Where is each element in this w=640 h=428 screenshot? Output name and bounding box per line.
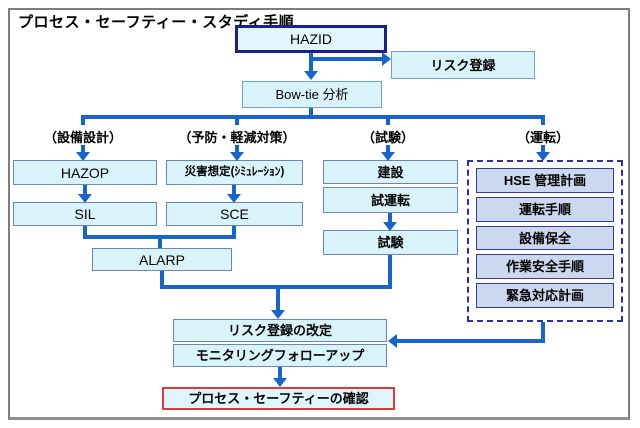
node-process-safety-confirmation: プロセス・セーフティーの確認 [162,387,395,410]
connector-prevention-down [235,145,239,152]
node-equipment-maintenance: 設備保全 [476,226,614,250]
connector-bottom-merge [160,285,392,289]
node-work-safety-procedure: 作業安全手順 [476,254,614,279]
connector-operation-group-left [397,339,545,343]
node-hse-management-plan: HSE 管理計画 [476,168,614,193]
node-risk-register-revision: リスク登録の改定 [173,319,387,342]
arrowhead-to-sil [78,194,92,203]
connector-operation-group-down [541,322,545,343]
arrowhead-to-bowtie [304,71,318,80]
connector-operation-down [541,145,545,152]
connector-bowtie-stub [309,108,313,116]
arrowhead-to-operation-group [536,152,550,161]
column-label-prevention: （予防・軽減対策） [178,130,296,145]
connector-hazid-down [309,53,313,72]
connector-test-down-merge [388,255,392,289]
node-operation-procedure: 運転手順 [476,197,614,222]
node-bowtie-analysis: Bow-tie 分析 [242,81,382,108]
arrowhead-to-sce [227,194,241,203]
node-risk-register: リスク登録 [391,51,535,79]
arrowhead-to-disaster-sim [230,152,244,161]
node-sil: SIL [13,202,157,226]
node-hazid: HAZID [235,25,387,53]
node-disaster-simulation: 災害想定(ｼﾐｭﾚｰｼｮﾝ) [166,160,303,185]
column-label-design: （設備設計） [43,130,123,145]
node-monitoring-followup: モニタリングフォローアップ [173,344,387,367]
stub-column-operation [541,119,545,125]
outer-frame [8,8,630,420]
arrowhead-to-risk-revision [271,310,285,319]
connector-hazop-sil [83,185,87,194]
stub-column-design [81,119,85,125]
arrowhead-to-risk-register [382,52,391,66]
arrowhead-to-confirmation [273,378,287,387]
node-construction: 建設 [323,160,458,184]
node-emergency-response-plan: 緊急対応計画 [476,283,614,308]
node-hazop: HAZOP [13,160,157,185]
connector-distribution-line [81,115,545,119]
connector-test-down [386,145,390,152]
node-test: 試験 [323,230,458,255]
arrowhead-to-construction [381,152,395,161]
connector-sil-down [83,226,87,239]
column-label-test: （試験） [361,130,415,145]
diagram-title: プロセス・セーフティー・スタディ手順 [18,14,295,31]
connector-to-risk-register [311,57,382,61]
connector-to-risk-revision [276,289,280,310]
connector-to-alarp [158,239,162,248]
node-commissioning: 試運転 [323,187,458,213]
node-alarp: ALARP [92,248,232,271]
connector-commissioning-test [388,213,392,222]
stub-column-prevention [235,119,239,125]
arrowhead-to-test [383,222,397,231]
connector-disaster-sce [232,185,236,194]
connector-sil-sce-merge [83,235,236,239]
arrowhead-to-hazop [76,152,90,161]
connector-design-down [81,145,85,152]
connector-alarp-down [160,271,164,289]
node-sce: SCE [166,202,303,226]
column-label-operation: （運転） [516,130,570,145]
connector-monitoring-down [278,367,282,378]
connector-sce-down [232,226,236,239]
operation-group-box [467,160,623,322]
stub-column-test [386,119,390,125]
arrowhead-to-risk-revision-right [388,334,397,348]
